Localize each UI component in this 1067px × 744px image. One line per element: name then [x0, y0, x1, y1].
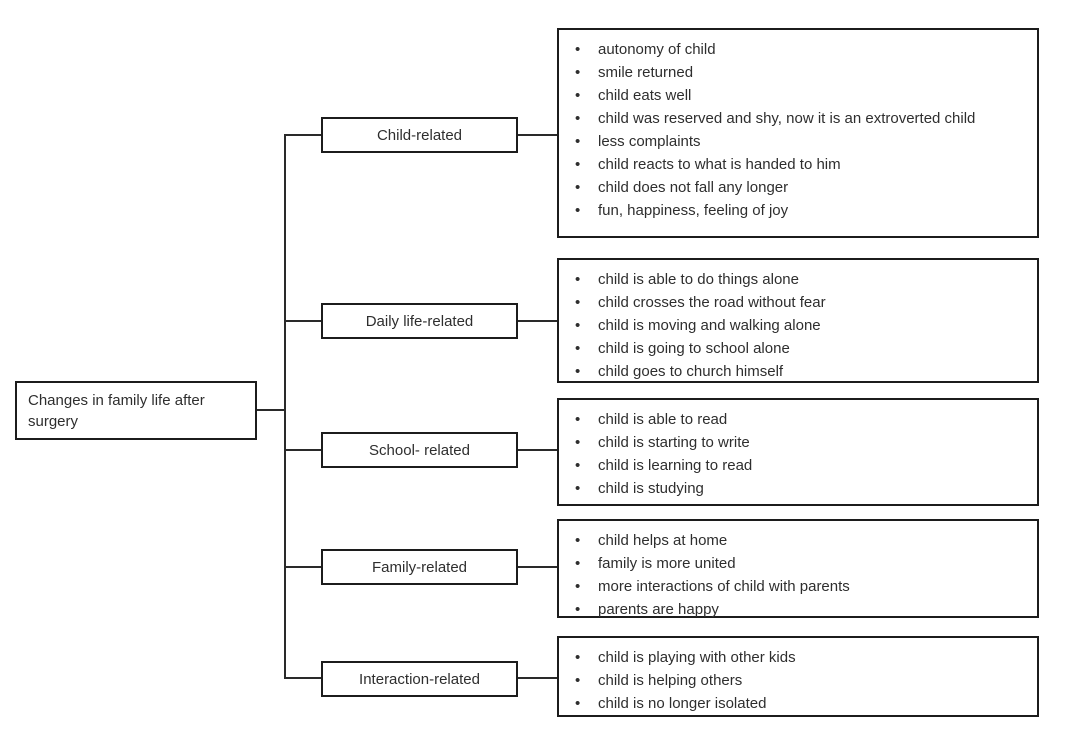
bullet-item: child does not fall any longer	[575, 176, 1029, 199]
bullet-item: child goes to church himself	[575, 360, 1029, 383]
branch-stub-school	[284, 449, 321, 451]
list-stub-daily-life	[518, 320, 557, 322]
bullet-item: family is more united	[575, 552, 1029, 575]
category-label: Interaction-related	[359, 670, 480, 688]
bullet-item: autonomy of child	[575, 38, 1029, 61]
bullet-item: child was reserved and shy, now it is an…	[575, 107, 1029, 130]
bullet-item: child is playing with other kids	[575, 646, 1029, 669]
list-box-family-related: child helps at home family is more unite…	[557, 519, 1039, 621]
branch-stub-daily-life	[284, 320, 321, 322]
bullet-item: more interactions of child with parents	[575, 575, 1029, 598]
bullet-item: less complaints	[575, 130, 1029, 153]
bullet-item: parents are happy	[575, 598, 1029, 621]
list-box-school-related: child is able to read child is starting …	[557, 398, 1039, 506]
root-node-label: Changes in family life after surgery	[28, 392, 205, 430]
category-label: School- related	[369, 441, 470, 459]
bullet-item: smile returned	[575, 61, 1029, 84]
list-stub-child	[518, 134, 557, 136]
bullet-item: child is starting to write	[575, 431, 1029, 454]
list-stub-school	[518, 449, 557, 451]
category-label: Daily life-related	[365, 312, 474, 330]
bullet-item: child is going to school alone	[575, 337, 1029, 360]
trunk-line	[284, 134, 286, 679]
bullet-item: child is no longer isolated	[575, 692, 1029, 715]
bullet-item: child is studying	[575, 477, 1029, 500]
category-node-family-related: Family-related	[321, 549, 518, 585]
branch-stub-interaction	[284, 677, 321, 679]
bullet-item: child is learning to read	[575, 454, 1029, 477]
branch-stub-child	[284, 134, 321, 136]
list-box-daily-life-related: child is able to do things alone child c…	[557, 258, 1039, 383]
category-node-child-related: Child-related	[321, 117, 518, 153]
bullet-item: child eats well	[575, 84, 1029, 107]
list-box-interaction-related: child is playing with other kids child i…	[557, 636, 1039, 717]
category-node-interaction-related: Interaction-related	[321, 661, 518, 697]
branch-stub-family	[284, 566, 321, 568]
bullet-item: child is moving and walking alone	[575, 314, 1029, 337]
bullet-item: child reacts to what is handed to him	[575, 153, 1029, 176]
bullet-item: child is able to do things alone	[575, 268, 1029, 291]
bullet-item: child is able to read	[575, 408, 1029, 431]
category-node-daily-life-related: Daily life-related	[321, 303, 518, 339]
list-stub-interaction	[518, 677, 557, 679]
bullet-item: child is helping others	[575, 669, 1029, 692]
bullet-item: child crosses the road without fear	[575, 291, 1029, 314]
bullet-item: fun, happiness, feeling of joy	[575, 199, 1029, 222]
category-label: Family-related	[371, 558, 468, 576]
root-node: Changes in family life after surgery	[15, 381, 257, 440]
list-box-child-related: autonomy of child smile returned child e…	[557, 28, 1039, 238]
root-connector-line	[256, 409, 286, 411]
list-stub-family	[518, 566, 557, 568]
bullet-item: child helps at home	[575, 529, 1029, 552]
category-node-school-related: School- related	[321, 432, 518, 468]
category-label: Child-related	[376, 126, 463, 144]
